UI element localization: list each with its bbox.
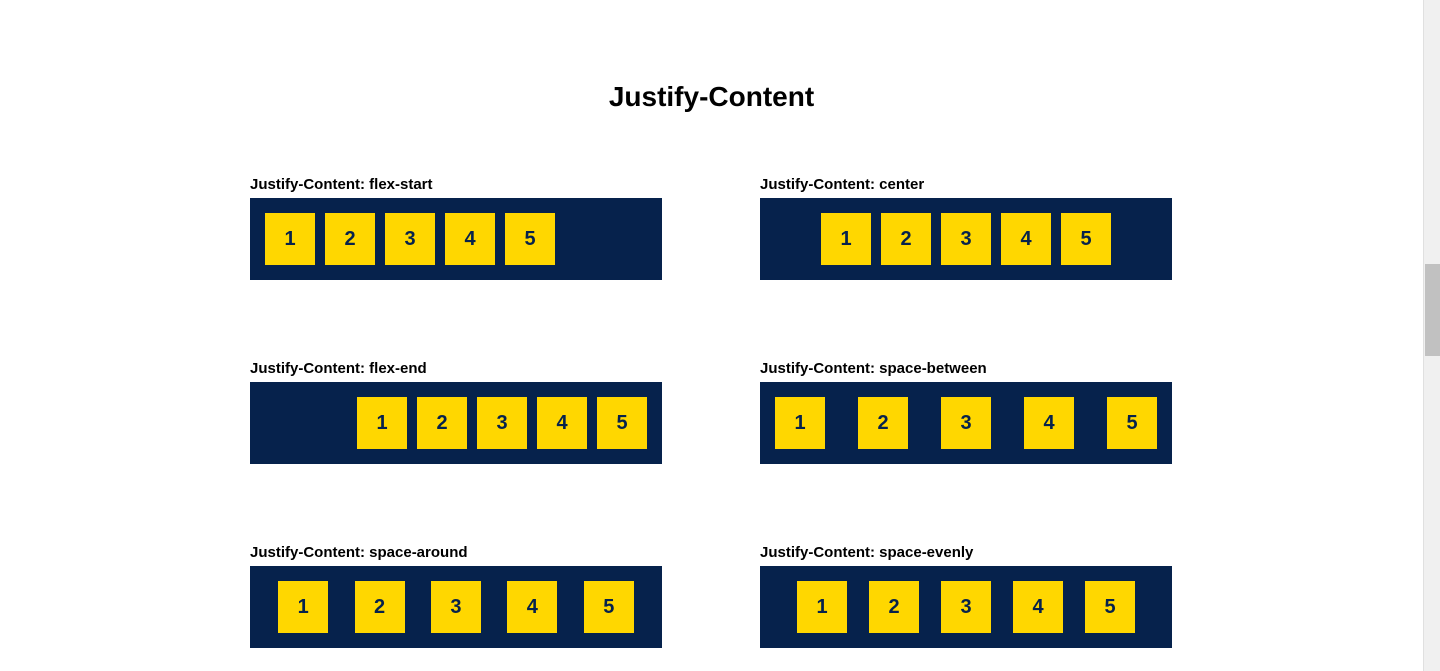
flex-container-space-evenly: 1 2 3 4 5 bbox=[760, 566, 1172, 648]
flex-container-flex-start: 1 2 3 4 5 bbox=[250, 198, 662, 280]
flex-container-space-between: 1 2 3 4 5 bbox=[760, 382, 1172, 464]
flex-item: 1 bbox=[775, 397, 825, 449]
flex-item: 2 bbox=[354, 581, 405, 633]
demo-cell-flex-end: Justify-Content: flex-end 1 2 3 4 5 bbox=[250, 360, 662, 464]
demo-cell-center: Justify-Content: center 1 2 3 4 5 bbox=[760, 176, 1172, 280]
flex-container-flex-end: 1 2 3 4 5 bbox=[250, 382, 662, 464]
flex-item: 3 bbox=[941, 213, 991, 265]
flex-container-center: 1 2 3 4 5 bbox=[760, 198, 1172, 280]
flex-item: 3 bbox=[941, 397, 991, 449]
scrollbar-thumb[interactable] bbox=[1425, 264, 1440, 356]
flex-item: 1 bbox=[265, 213, 315, 265]
flex-item: 2 bbox=[417, 397, 467, 449]
flex-item: 3 bbox=[477, 397, 527, 449]
flex-item: 5 bbox=[1061, 213, 1111, 265]
page-title: Justify-Content bbox=[608, 81, 815, 112]
demo-label-flex-start: Justify-Content: flex-start bbox=[250, 176, 433, 193]
flex-item: 4 bbox=[537, 397, 587, 449]
demo-cell-flex-start: Justify-Content: flex-start 1 2 3 4 5 bbox=[250, 176, 662, 280]
demo-label-flex-end: Justify-Content: flex-end bbox=[250, 360, 427, 377]
justify-content-demo-grid: Justify-Content: flex-start 1 2 3 4 5 Ju… bbox=[250, 176, 1172, 648]
demo-label-center: Justify-Content: center bbox=[760, 176, 925, 193]
flex-item: 2 bbox=[858, 397, 908, 449]
vertical-scrollbar[interactable] bbox=[1423, 0, 1440, 671]
flex-item: 2 bbox=[869, 581, 919, 633]
flex-item: 5 bbox=[505, 213, 555, 265]
flex-container-space-around: 1 2 3 4 5 bbox=[250, 566, 662, 648]
flex-item: 5 bbox=[583, 581, 634, 633]
flex-item: 5 bbox=[597, 397, 647, 449]
flex-item: 3 bbox=[941, 581, 991, 633]
flex-item: 1 bbox=[278, 581, 329, 633]
flex-item: 4 bbox=[507, 581, 558, 633]
demo-label-space-evenly: Justify-Content: space-evenly bbox=[760, 544, 974, 561]
flex-item: 2 bbox=[881, 213, 931, 265]
flex-item: 4 bbox=[1013, 581, 1063, 633]
flex-item: 4 bbox=[445, 213, 495, 265]
demo-cell-space-around: Justify-Content: space-around 1 2 3 4 5 bbox=[250, 544, 662, 648]
flex-item: 3 bbox=[385, 213, 435, 265]
flex-item: 5 bbox=[1085, 581, 1135, 633]
flex-item: 5 bbox=[1107, 397, 1157, 449]
flex-item: 4 bbox=[1024, 397, 1074, 449]
flex-item: 1 bbox=[821, 213, 871, 265]
flex-item: 1 bbox=[357, 397, 407, 449]
flex-item: 4 bbox=[1001, 213, 1051, 265]
demo-cell-space-evenly: Justify-Content: space-evenly 1 2 3 4 5 bbox=[760, 544, 1172, 648]
demo-label-space-around: Justify-Content: space-around bbox=[250, 544, 468, 561]
flex-item: 3 bbox=[430, 581, 481, 633]
demo-label-space-between: Justify-Content: space-between bbox=[760, 360, 987, 377]
flex-item: 1 bbox=[797, 581, 847, 633]
demo-cell-space-between: Justify-Content: space-between 1 2 3 4 5 bbox=[760, 360, 1172, 464]
flex-item: 2 bbox=[325, 213, 375, 265]
